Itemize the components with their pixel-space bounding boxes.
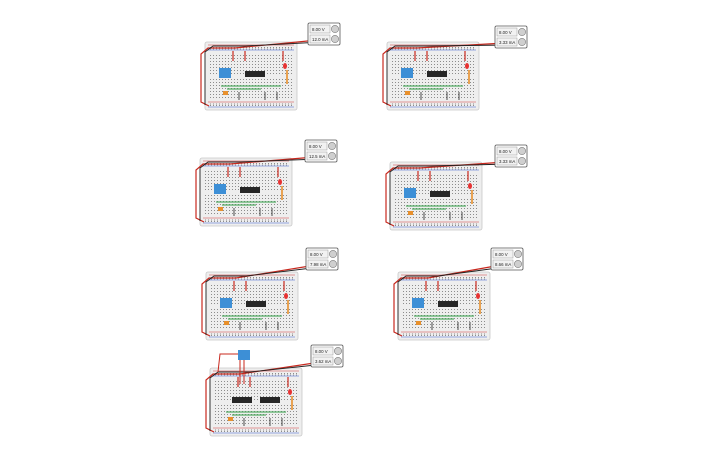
led-indicator [278, 179, 282, 185]
ic-chip [246, 301, 266, 307]
ic-chip [430, 191, 450, 197]
led-indicator [468, 183, 472, 189]
ic-chip [427, 71, 447, 77]
voltage-knob[interactable] [518, 147, 526, 155]
capacitor [405, 91, 410, 95]
led-indicator [283, 63, 287, 69]
dip-switch [404, 188, 416, 198]
ic-chip [438, 301, 458, 307]
current-knob[interactable] [518, 38, 526, 46]
current-reading: 12.0 mA [312, 37, 328, 42]
current-display [309, 34, 331, 44]
current-reading: 3.33 mA [499, 40, 515, 45]
voltage-knob[interactable] [518, 28, 526, 36]
current-knob[interactable] [329, 260, 337, 268]
led-indicator [476, 293, 480, 299]
voltage-reading: 8.00 V [499, 149, 512, 154]
current-knob[interactable] [514, 260, 522, 268]
voltage-knob[interactable] [334, 347, 342, 355]
current-knob[interactable] [518, 157, 526, 165]
power-supply-meter: 8.00 V 8.66 mA [490, 247, 524, 271]
voltage-knob[interactable] [329, 250, 337, 258]
power-supply-meter: 8.00 V 3.33 mA [494, 25, 528, 49]
current-knob[interactable] [334, 357, 342, 365]
supply-wire-positive [200, 39, 319, 107]
voltage-display [307, 249, 329, 259]
dip-switch [412, 298, 424, 308]
voltage-knob[interactable] [514, 250, 522, 258]
power-supply-meter: 8.00 V 12.0 mA [307, 22, 341, 46]
dip-switch [220, 298, 232, 308]
switch-wire [217, 353, 238, 373]
current-reading: 7.98 mA [310, 262, 326, 267]
ic-chip [260, 397, 280, 403]
capacitor [223, 91, 228, 95]
voltage-reading: 8.00 V [312, 27, 325, 32]
supply-wire-positive [195, 156, 316, 223]
circuit-6: 8.00 V 8.66 mA [393, 247, 524, 341]
supply-wire-negative [204, 41, 323, 105]
supply-wire-negative [199, 158, 320, 221]
current-display [492, 259, 514, 269]
voltage-reading: 8.00 V [495, 252, 508, 257]
dip-switch [219, 68, 231, 78]
voltage-reading: 8.00 V [315, 349, 328, 354]
current-reading: 8.66 mA [495, 262, 511, 267]
current-display [306, 151, 328, 161]
supply-wire-positive [385, 161, 506, 227]
voltage-reading: 8.00 V [499, 30, 512, 35]
voltage-knob[interactable] [328, 142, 336, 150]
voltage-knob[interactable] [331, 25, 339, 33]
dip-switch [238, 350, 250, 360]
circuit-1: 8.00 V 12.0 mA [200, 22, 341, 111]
current-knob[interactable] [331, 35, 339, 43]
switch-wire [239, 360, 245, 384]
voltage-display [306, 141, 328, 151]
capacitor [408, 211, 413, 215]
voltage-display [492, 249, 514, 259]
current-reading: 3.62 mA [315, 359, 331, 364]
voltage-reading: 8.00 V [310, 252, 323, 257]
supply-wire-negative [397, 266, 506, 335]
circuit-5: 8.00 V 7.98 mA [201, 247, 339, 341]
current-knob[interactable] [328, 152, 336, 160]
supply-wire-negative [386, 44, 510, 105]
power-supply-meter: 8.00 V 3.62 mA [310, 344, 344, 368]
current-display [496, 156, 518, 166]
ic-chip [240, 187, 260, 193]
voltage-display [496, 27, 518, 37]
voltage-display [496, 146, 518, 156]
supply-wire-negative [205, 266, 321, 335]
ic-chip [245, 71, 265, 77]
dip-switch [214, 184, 226, 194]
led-indicator [288, 389, 292, 395]
supply-wire-positive [382, 42, 506, 107]
ic-chip [232, 397, 252, 403]
power-supply-meter: 8.00 V 7.98 mA [305, 247, 339, 271]
voltage-reading: 8.00 V [309, 144, 322, 149]
circuit-7: 8.00 V 3.62 mA [205, 344, 344, 437]
capacitor [224, 321, 229, 325]
current-reading: 12.5 mA [309, 154, 325, 159]
current-display [312, 356, 334, 366]
current-display [496, 37, 518, 47]
power-supply-meter: 8.00 V 12.5 mA [304, 139, 338, 163]
current-reading: 3.33 mA [499, 159, 515, 164]
supply-wire-negative [389, 163, 510, 225]
circuit-2: 8.00 V 3.33 mA [382, 25, 528, 111]
led-indicator [465, 63, 469, 69]
power-supply-meter: 8.00 V 3.33 mA [494, 144, 528, 168]
led-indicator [284, 293, 288, 299]
current-display [307, 259, 329, 269]
dip-switch [401, 68, 413, 78]
voltage-display [312, 346, 334, 356]
voltage-display [309, 24, 331, 34]
capacitor [416, 321, 421, 325]
capacitor [228, 417, 233, 421]
circuit-3: 8.00 V 12.5 mA [195, 139, 338, 227]
circuit-4: 8.00 V 3.33 mA [385, 144, 528, 231]
capacitor [218, 207, 223, 211]
